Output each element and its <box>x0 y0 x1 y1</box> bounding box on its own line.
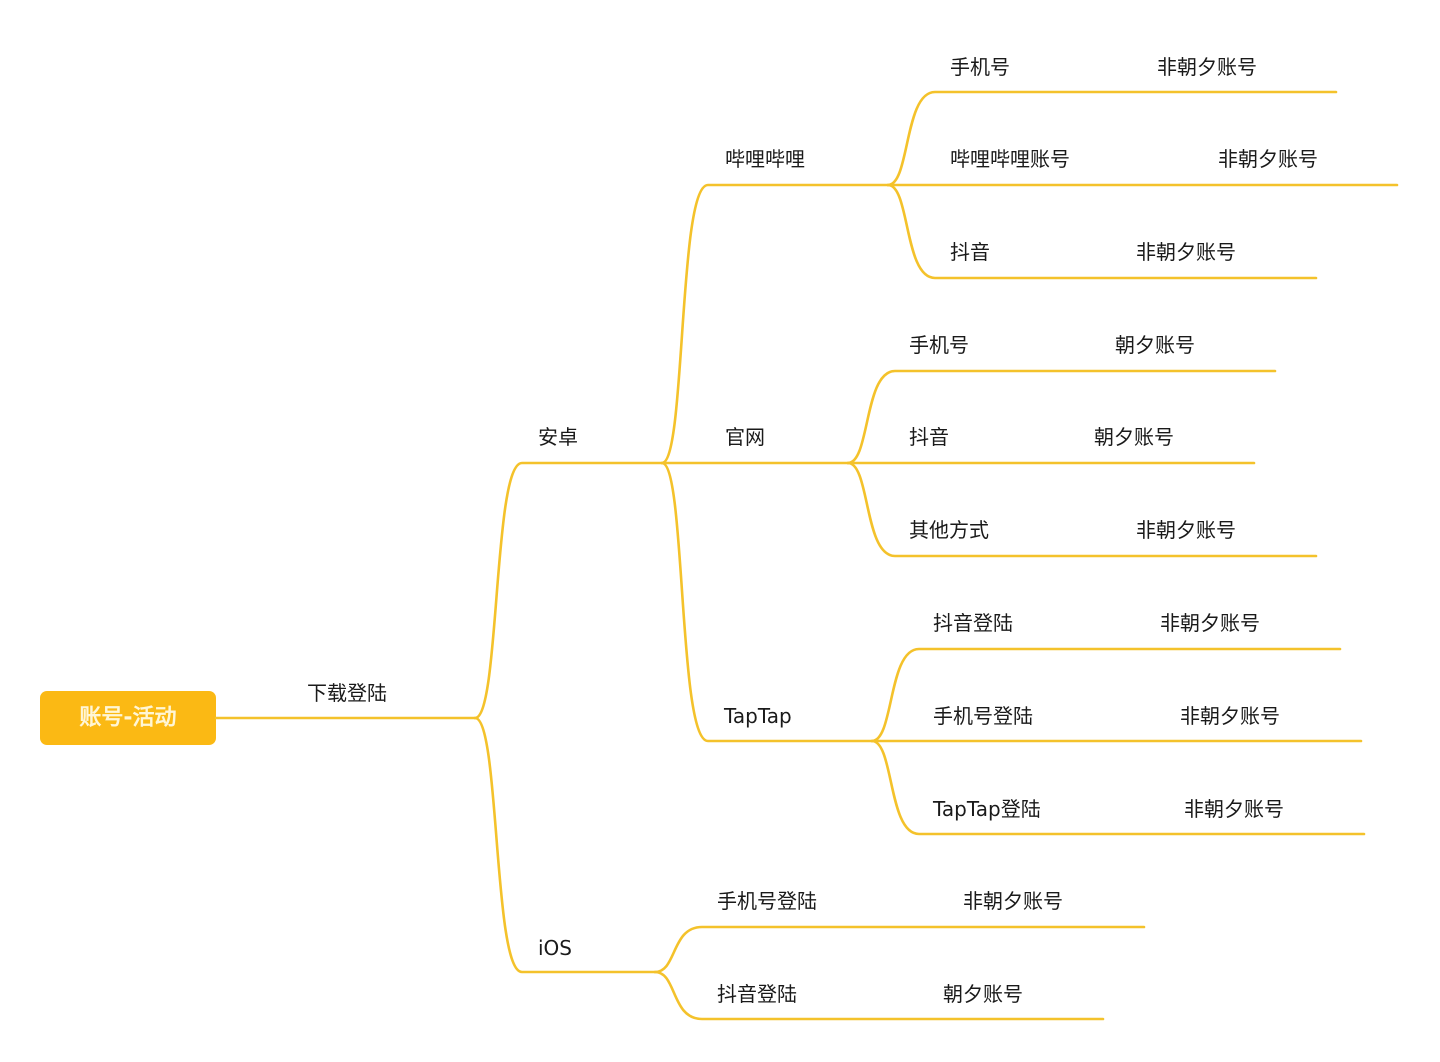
official-child-2-account: 朝夕账号 <box>1094 425 1174 449</box>
ios-child-2-account: 朝夕账号 <box>943 982 1023 1006</box>
edge-taptap-child-3 <box>870 739 1366 836</box>
edge-official-child-3 <box>846 461 1318 558</box>
official-child-1-account: 朝夕账号 <box>1115 333 1195 357</box>
taptap-child-2-account: 非朝夕账号 <box>1180 704 1280 728</box>
taptap-child-3-method: TapTap登陆 <box>932 797 1041 821</box>
edge-download-to-ios <box>473 716 657 974</box>
bilibili-child-2-method: 哔哩哔哩账号 <box>950 147 1070 171</box>
root-node-label: 账号-活动 <box>79 706 176 731</box>
ios-child-2-method: 抖音登陆 <box>717 982 797 1006</box>
taptap-child-3-account: 非朝夕账号 <box>1184 797 1284 821</box>
taptap-child-1-method: 抖音登陆 <box>933 611 1013 635</box>
edge-android-to-taptap <box>660 461 874 743</box>
official-child-2-method: 抖音 <box>909 425 949 449</box>
node-download-login: 下载登陆 <box>307 681 387 705</box>
bilibili-child-1-account: 非朝夕账号 <box>1157 55 1257 79</box>
edge-ios-child-1 <box>653 925 1146 974</box>
ios-child-1-method: 手机号登陆 <box>717 889 817 913</box>
taptap-child-2-method: 手机号登陆 <box>933 704 1033 728</box>
root-node-box <box>40 691 216 745</box>
node-bilibili: 哔哩哔哩 <box>725 147 805 171</box>
ios-child-1-account: 非朝夕账号 <box>963 889 1063 913</box>
root-node: 账号-活动 <box>40 691 216 745</box>
official-child-3-method: 其他方式 <box>909 518 989 542</box>
node-official-site: 官网 <box>725 425 765 449</box>
node-android: 安卓 <box>538 425 578 449</box>
edge-ios-child-2 <box>653 970 1105 1021</box>
bilibili-child-3-method: 抖音 <box>950 240 990 264</box>
edge-bilibili-child-3 <box>886 183 1318 280</box>
edge-bilibili-child-1 <box>886 90 1338 187</box>
official-child-1-method: 手机号 <box>909 333 969 357</box>
node-taptap: TapTap <box>723 704 792 728</box>
official-child-3-account: 非朝夕账号 <box>1136 518 1236 542</box>
edge-download-to-android <box>473 461 664 720</box>
bilibili-child-2-account: 非朝夕账号 <box>1218 147 1318 171</box>
bilibili-child-1-method: 手机号 <box>950 55 1010 79</box>
edge-android-to-bilibili <box>660 183 890 465</box>
edge-official-child-1 <box>846 369 1277 465</box>
bilibili-child-3-account: 非朝夕账号 <box>1136 240 1236 264</box>
taptap-child-1-account: 非朝夕账号 <box>1160 611 1260 635</box>
edge-taptap-child-1 <box>870 647 1342 743</box>
node-ios: iOS <box>538 936 572 960</box>
